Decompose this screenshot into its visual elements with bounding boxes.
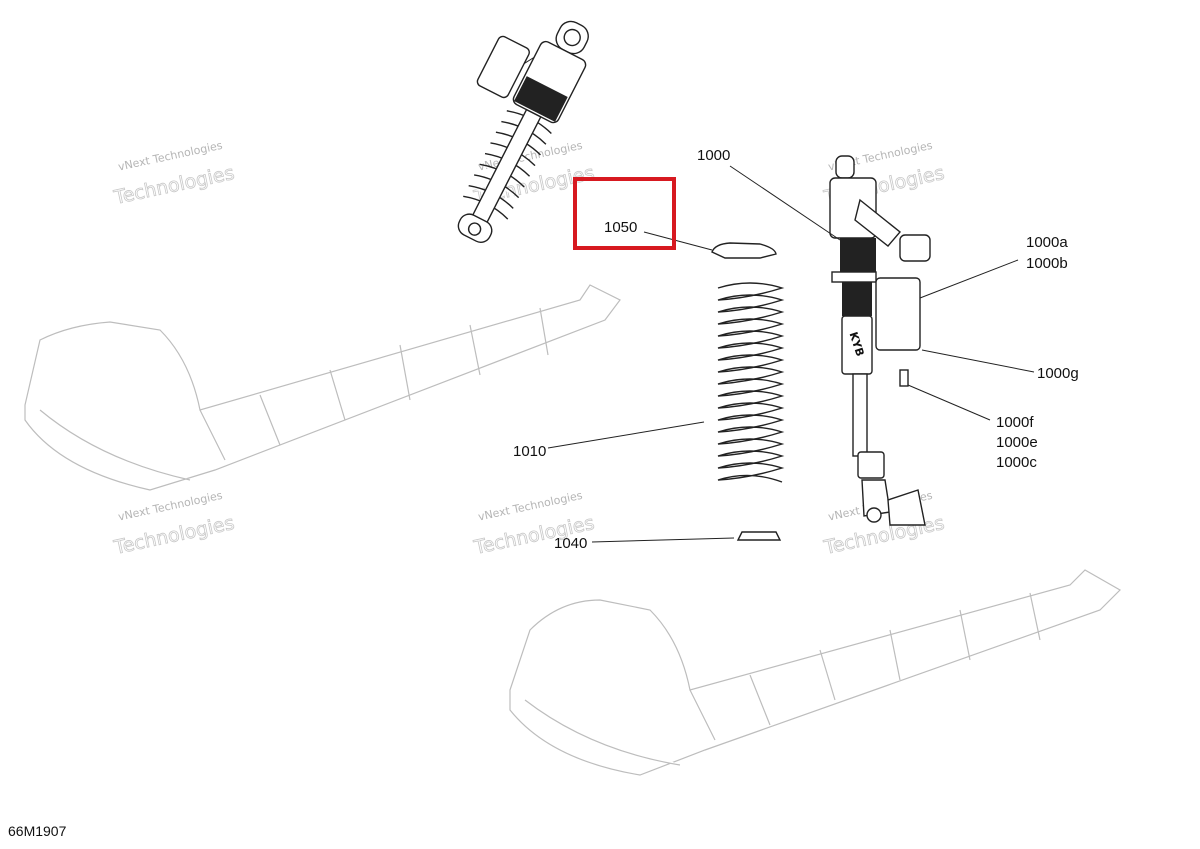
callout-1000e[interactable]: 1000e [996,434,1038,451]
ski-bottom [509,569,1121,776]
ski-bottom-ribs [689,592,1041,741]
part-1010-spring[interactable] [717,282,785,483]
ski-top [24,284,621,491]
leader-1040 [591,537,735,543]
callout-1000[interactable]: 1000 [697,147,730,164]
ski-top-ribs [199,307,549,461]
shock-lower-bolt [866,507,882,523]
ski-top-body [24,284,621,491]
leader-1010 [547,421,705,449]
callout-1000c[interactable]: 1000c [996,454,1037,471]
callout-1000a[interactable]: 1000a [1026,234,1068,251]
shock-reservoir-hose [523,56,535,64]
leader-1000a [919,259,1019,299]
part-1040-lower-spring-seat[interactable] [736,531,782,541]
shock-band-lower [842,282,872,316]
callout-1010[interactable]: 1010 [513,443,546,460]
ski-bottom-keel [524,699,681,766]
callout-1050[interactable]: 1050 [604,219,637,236]
shock-assembly-reference [457,20,589,243]
part-1000f-screw[interactable] [899,369,909,387]
shock-body-band [514,76,568,122]
part-1000-shock-absorber[interactable]: KYB [829,155,931,526]
leader-1000g [921,349,1035,373]
shock-hose [854,198,902,247]
shock-shaft [852,373,868,457]
highlight-box-1050 [573,177,676,250]
leader-1050 [643,231,713,251]
shock-bottom-bolt [467,222,482,236]
callout-1000f[interactable]: 1000f [996,414,1034,431]
callout-1040[interactable]: 1040 [554,535,587,552]
leader-1000 [729,165,841,241]
shock-top-mount [835,155,855,179]
part-1000a-reservoir[interactable] [875,277,921,351]
diagram-code: 66M1907 [8,823,67,839]
part-1050-upper-spring-seat[interactable] [711,242,777,259]
shock-adjuster-knob [899,234,931,262]
callout-labels: 1000 1000a 1000b 1000g 1000f 1000e 1000c… [513,147,1079,552]
shock-top-bolt [563,28,581,47]
callout-1000g[interactable]: 1000g [1037,365,1079,382]
ski-bottom-body [509,569,1121,776]
leader-lines [547,165,1035,543]
shock-reservoir [476,35,530,99]
ski-top-keel [39,409,191,481]
shock-collar [831,271,877,283]
leader-1000f [907,384,991,421]
callout-1000b[interactable]: 1000b [1026,255,1068,272]
shock-bump-stop [857,451,885,479]
shock-lower-clevis [887,489,926,526]
shock-band-upper [840,238,876,272]
